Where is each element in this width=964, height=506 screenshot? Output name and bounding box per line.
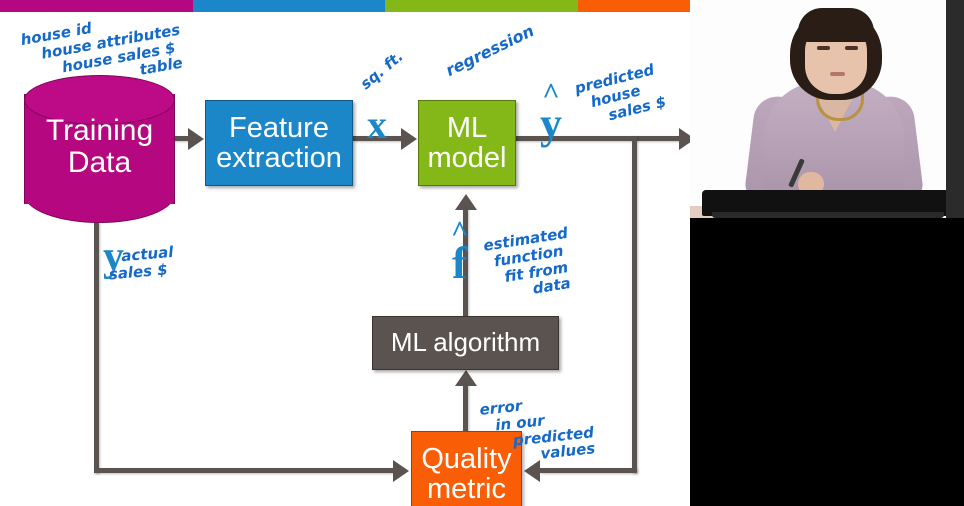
video-right-gutter — [946, 0, 964, 218]
tablet-edge — [712, 212, 944, 218]
symbol-x: x — [367, 102, 387, 147]
symbol-f-hat: ^ f — [451, 215, 469, 288]
arrow-line-algorithm-to-model — [463, 208, 468, 320]
symbol-y-hat: ^ y — [540, 77, 562, 148]
topbar-segment-magenta — [0, 0, 193, 12]
quality-metric-label-line2: metric — [427, 473, 506, 505]
annotation-error: error in our predicted values — [479, 390, 597, 468]
ml-model-box[interactable]: ML model — [418, 100, 516, 186]
arrow-line-feedback-vertical-right — [632, 136, 637, 473]
training-data-label: Training Data — [24, 114, 175, 180]
arrow-line-actual-to-quality — [94, 468, 395, 473]
f-hat-letter: f — [452, 237, 468, 288]
top-color-bar — [0, 0, 964, 12]
topbar-segment-green — [385, 0, 578, 12]
training-data-label-line2: Data — [67, 146, 132, 180]
annotation-error-line4: values — [539, 439, 597, 464]
arrowhead-actual-to-quality — [393, 460, 409, 482]
annotation-regression: regression — [442, 20, 537, 81]
instructor-video-panel[interactable] — [690, 0, 964, 218]
arrowhead-data-to-feature — [188, 128, 204, 150]
instructor-left-eye — [817, 46, 830, 50]
annotation-actual-sales: actual sales $ — [108, 243, 176, 283]
feature-extraction-label-line1: Feature — [229, 111, 329, 144]
f-hat-caret: ^ — [451, 215, 469, 248]
annotation-estimated-function: estimated function fit from data — [482, 224, 577, 305]
arrow-line-feature-to-model — [353, 136, 403, 141]
feature-extraction-box[interactable]: Feature extraction — [205, 100, 353, 186]
ml-model-label-line2: model — [427, 142, 507, 174]
arrowhead-algorithm-to-model — [455, 194, 477, 210]
instructor-hair-front — [798, 8, 874, 42]
arrow-line-quality-to-algorithm — [463, 384, 468, 434]
ml-algorithm-box[interactable]: ML algorithm — [372, 316, 559, 370]
annotation-predicted-house-sales: predicted house sales $ — [573, 60, 668, 129]
instructor-mouth — [830, 72, 845, 76]
training-data-label-line1: Training — [45, 114, 154, 147]
arrow-line-data-to-feature — [168, 136, 190, 141]
video-lower-background — [690, 218, 964, 506]
tablet-device — [702, 190, 954, 216]
y-hat-letter: y — [540, 99, 562, 148]
instructor-right-eye — [845, 46, 858, 50]
arrow-line-model-output — [516, 136, 681, 141]
topbar-segment-blue — [193, 0, 385, 12]
quality-metric-label-line1: Quality — [421, 442, 512, 475]
annotation-sqft: sq. ft. — [356, 47, 407, 94]
y-hat-caret: ^ — [542, 77, 560, 110]
arrow-line-actual-vertical-left — [94, 208, 99, 473]
arrow-line-feedback-to-quality — [540, 468, 637, 473]
instructor-necklace — [816, 92, 864, 121]
annotation-actual-line2: sales $ — [108, 260, 169, 284]
cylinder-top-ellipse — [24, 75, 175, 125]
arrowhead-quality-to-algorithm — [455, 370, 477, 386]
arrowhead-feature-to-model — [401, 128, 417, 150]
feature-extraction-label-line2: extraction — [216, 142, 342, 174]
ml-model-label-line1: ML — [446, 111, 488, 144]
symbol-y: y — [103, 234, 124, 280]
quality-metric-box[interactable]: Quality metric — [411, 431, 522, 506]
arrowhead-feedback-to-quality — [524, 460, 540, 482]
training-data-cylinder[interactable]: Training Data — [24, 75, 175, 223]
ml-algorithm-label: ML algorithm — [390, 327, 541, 358]
